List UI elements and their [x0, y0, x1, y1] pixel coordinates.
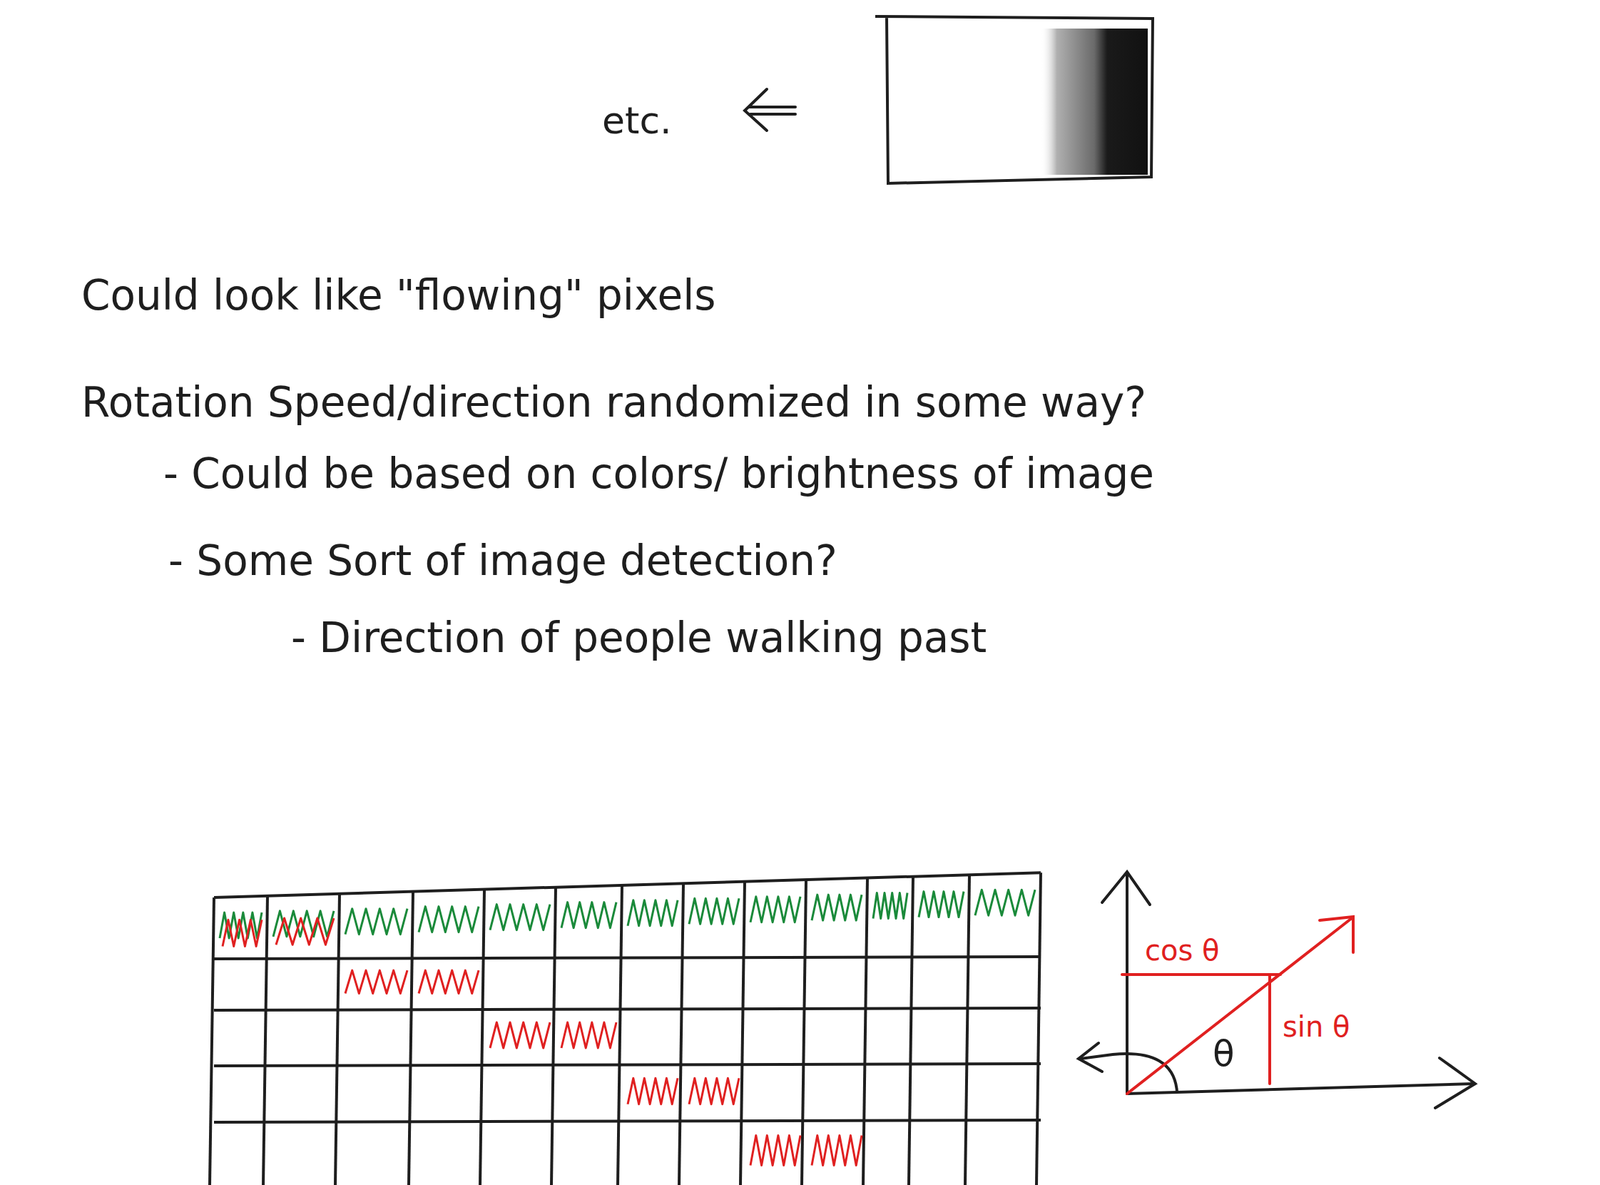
- pixel-scribble: [750, 1135, 801, 1166]
- grid-line: [213, 1007, 1041, 1011]
- note-text: Could look like "flowing" pixels: [81, 271, 717, 321]
- grid-line: [213, 1119, 1041, 1123]
- pixel-scribble: [490, 1022, 550, 1048]
- pixel-scribble: [490, 904, 550, 931]
- pixel-scribble: [561, 1022, 617, 1048]
- pixel-scribble: [811, 1135, 862, 1166]
- image-frame: [875, 16, 1153, 184]
- pixel-scribble: [345, 908, 408, 935]
- grid-line: [551, 887, 556, 1185]
- trig-lines: [1122, 916, 1354, 1094]
- pixel-scribble: [345, 970, 408, 993]
- grid-line: [213, 1063, 1041, 1066]
- grid-line: [408, 891, 414, 1185]
- axis-label: sin θ: [1282, 1009, 1351, 1044]
- pixel-scribble: [276, 918, 334, 945]
- grid-line: [213, 872, 1041, 898]
- pixel-scribble: [811, 894, 862, 921]
- pixel-scribble: [873, 893, 908, 919]
- pixel-scribble: [418, 906, 479, 933]
- axes: [1078, 871, 1476, 1108]
- grid-line: [617, 885, 623, 1185]
- note-text: - Could be based on colors/ brightness o…: [163, 449, 1155, 500]
- pixel-scribbles: [219, 889, 1036, 1165]
- note-text: Rotation Speed/direction randomized in s…: [81, 378, 1147, 428]
- grid-line: [740, 881, 745, 1185]
- grid-line: [209, 897, 214, 1185]
- pixel-scribble: [689, 1077, 740, 1105]
- grid-line: [965, 874, 970, 1185]
- note-text: - Some Sort of image detection?: [168, 536, 838, 587]
- grid-line: [335, 893, 340, 1185]
- note-text: - Direction of people walking past: [291, 613, 987, 664]
- angle-label: θ: [1212, 1032, 1235, 1075]
- left-arrow: [744, 89, 796, 131]
- pixel-scribble: [561, 902, 617, 929]
- grid-line: [679, 883, 684, 1185]
- pixel-scribble: [975, 889, 1036, 916]
- pixel-scribble: [627, 900, 678, 926]
- pixel-scribble: [750, 896, 801, 923]
- grid-line: [213, 956, 1041, 959]
- grid-line: [908, 876, 914, 1185]
- pixel-grid: [209, 872, 1041, 1185]
- grid-line: [263, 895, 268, 1185]
- pixel-scribble: [418, 970, 479, 993]
- note-text: etc.: [602, 98, 672, 143]
- pixel-scribble: [689, 898, 740, 924]
- axis-label: cos θ: [1144, 933, 1220, 968]
- grid-line: [801, 879, 807, 1185]
- pixel-scribble: [627, 1077, 678, 1105]
- pixel-scribble: [918, 891, 964, 918]
- pixel-scribble: [222, 919, 262, 946]
- grid-line: [1036, 872, 1041, 1185]
- grid-line: [863, 878, 868, 1185]
- grid-line: [480, 889, 485, 1185]
